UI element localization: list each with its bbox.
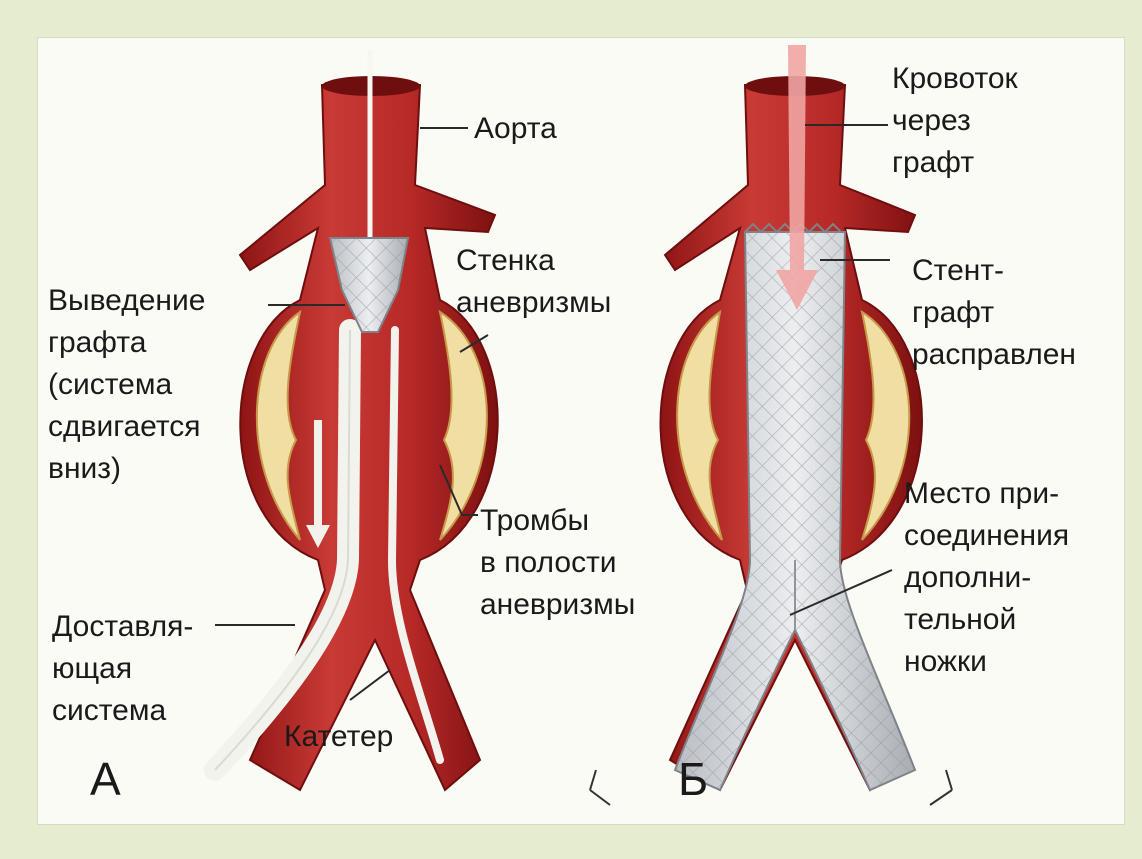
label-deploy-5: вниз) <box>48 452 121 485</box>
label-aorta: Аорта <box>474 112 557 145</box>
panel-letter-b: Б <box>678 753 708 805</box>
label-junction-4: тельной <box>904 603 1016 636</box>
label-wall-1: Стенка <box>456 244 555 277</box>
label-junction-5: ножки <box>904 645 987 678</box>
label-delivery-3: система <box>52 694 166 727</box>
label-stent-3: расправлен <box>912 338 1076 371</box>
label-thrombi-2: в полости <box>480 546 617 579</box>
label-deploy-1: Выведение <box>48 284 205 317</box>
label-thrombi-3: аневризмы <box>480 588 635 621</box>
label-thrombi-1: Тромбы <box>480 504 589 537</box>
label-deploy-4: сдвигается <box>48 410 201 443</box>
label-flow-1: Кровоток <box>892 62 1019 95</box>
panel-a <box>215 50 498 790</box>
label-delivery-1: Доставля- <box>52 610 193 643</box>
label-junction-2: соединения <box>904 519 1069 552</box>
label-junction-3: дополни- <box>904 561 1031 594</box>
label-junction-1: Место при- <box>904 477 1059 510</box>
label-wall-2: аневризмы <box>456 286 611 319</box>
label-flow-2: через <box>892 104 971 137</box>
label-catheter: Катетер <box>284 720 393 753</box>
label-deploy-3: (система <box>48 368 172 401</box>
label-deploy-2: графта <box>48 326 147 359</box>
label-delivery-2: ющая <box>52 652 132 685</box>
label-stent-2: графт <box>912 296 994 329</box>
label-stent-1: Стент- <box>912 254 1004 287</box>
panel-letter-a: А <box>90 753 121 805</box>
label-flow-3: графт <box>892 146 974 179</box>
